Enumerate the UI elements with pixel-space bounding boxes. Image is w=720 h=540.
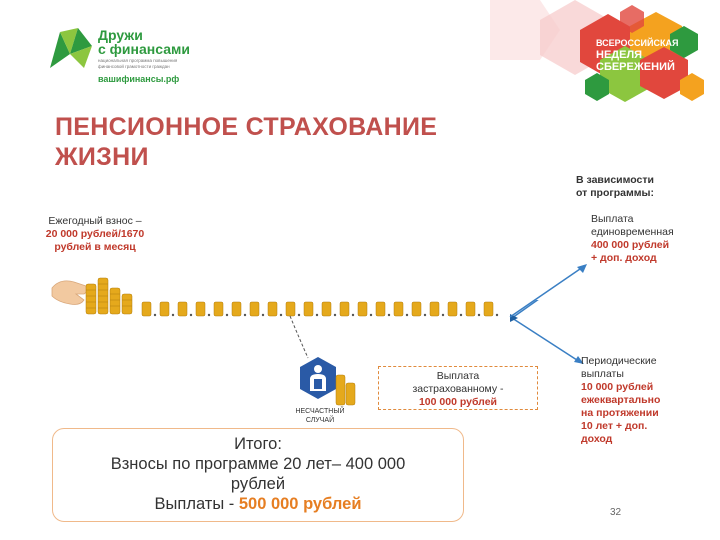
savings-week-badge: ВСЕРОССИЙСКАЯ НЕДЕЛЯ СБЕРЕЖЕНИЙ	[480, 0, 720, 110]
timeline-dot	[243, 313, 247, 317]
logo-icon	[50, 28, 92, 68]
summary-line-3: рублей	[230, 475, 286, 493]
timeline-dot	[189, 313, 193, 317]
summary-payout-prefix: Выплаты -	[154, 495, 239, 513]
coin-stack	[285, 301, 296, 317]
coin-stack	[213, 301, 224, 317]
contribution-text: Ежегодный взнос – 20 000 рублей/1670 руб…	[30, 215, 160, 254]
title-line-2: ЖИЗНИ	[55, 143, 149, 171]
timeline-dot	[351, 313, 355, 317]
logo: Дружи с финансами национальная программа…	[48, 26, 208, 88]
lump-line-4: + доп. доход	[591, 252, 657, 264]
badge-line-1: ВСЕРОССИЙСКАЯ	[596, 38, 679, 48]
coin-stack	[465, 301, 476, 317]
periodic-line-6: 10 лет + доп.	[581, 420, 648, 432]
timeline-dot	[477, 313, 481, 317]
lump-line-1: Выплата	[591, 213, 634, 225]
coin-stack	[447, 301, 458, 317]
summary-line-2: Взносы по программе 20 лет– 400 000	[110, 455, 406, 473]
insured-payment-box: Выплата застрахованному - 100 000 рублей	[378, 366, 538, 410]
timeline-dot	[225, 313, 229, 317]
dependence-line-1: В зависимости	[576, 174, 654, 186]
timeline-dot	[333, 313, 337, 317]
insured-line-3: 100 000 рублей	[418, 396, 498, 408]
coin-stack	[159, 301, 170, 317]
timeline-dot	[405, 313, 409, 317]
summary-payout-value: 500 000 рублей	[238, 495, 362, 513]
timeline-dot	[369, 313, 373, 317]
payment-timeline	[141, 300, 584, 364]
coin-stack	[141, 301, 152, 317]
summary-line-4: Выплаты - 500 000 рублей	[53, 494, 463, 514]
timeline-dot	[207, 313, 211, 317]
periodic-line-7: доход	[581, 433, 613, 445]
logo-site: вашифинансы.рф	[98, 74, 180, 84]
accident-label: НЕСЧАСТНЫЙ СЛУЧАЙ	[280, 407, 360, 425]
timeline-dot	[495, 313, 499, 317]
periodic-line-3: 10 000 рублей	[581, 381, 654, 393]
badge-text: ВСЕРОССИЙСКАЯ НЕДЕЛЯ СБЕРЕЖЕНИЙ	[596, 38, 678, 73]
timeline-dot	[315, 313, 319, 317]
timeline-dot	[423, 313, 427, 317]
logo-tagline: национальная программа повышения финансо…	[98, 58, 178, 69]
timeline-dot	[387, 313, 391, 317]
dependence-text: В зависимости от программы:	[576, 174, 706, 200]
accident-line-2: СЛУЧАЙ	[305, 417, 335, 424]
accident-connector	[289, 315, 309, 359]
page-number: 32	[610, 507, 622, 518]
periodic-line-4: ежеквартально	[581, 394, 661, 406]
coin-stack	[267, 301, 278, 317]
coin-stack	[375, 301, 386, 317]
timeline-dot	[297, 313, 301, 317]
accident-line-1: НЕСЧАСТНЫЙ	[295, 408, 345, 415]
arrow-up	[511, 300, 539, 319]
coin-stack	[411, 301, 422, 317]
coin-row	[141, 301, 499, 317]
coin-stack	[303, 301, 314, 317]
coin-stack	[231, 301, 242, 317]
contribution-line-2: 20 000 рублей/1670	[45, 228, 145, 240]
coin-stack	[339, 301, 350, 317]
summary-line-1: Итого:	[234, 435, 282, 453]
coin-stack	[321, 301, 332, 317]
coin-stack	[483, 301, 494, 317]
periodic-line-2: выплаты	[581, 368, 624, 380]
lump-line-3: 400 000 рублей	[591, 239, 670, 251]
periodic-line-1: Периодические	[581, 355, 657, 367]
badge-hexagons	[490, 0, 704, 102]
arrow-up-head	[577, 264, 587, 273]
periodic-payout: Периодические выплаты 10 000 рублей ежек…	[581, 355, 701, 446]
logo-title: Дружи с финансами	[98, 27, 190, 57]
hand-coins-icon	[51, 277, 133, 315]
accident-icon	[300, 357, 356, 406]
arrow-up-line	[509, 268, 581, 318]
contribution-line-3: рублей в месяц	[54, 241, 136, 253]
arrow-down-head	[574, 356, 584, 364]
insured-line-2: застрахованному -	[412, 383, 504, 395]
timeline-dot	[171, 313, 175, 317]
timeline-dot	[459, 313, 463, 317]
timeline-dot	[153, 313, 157, 317]
timeline-dot	[261, 313, 265, 317]
timeline-dot	[441, 313, 445, 317]
badge-line-2: НЕДЕЛЯ	[596, 49, 643, 61]
title-line-1: ПЕНСИОННОЕ СТРАХОВАНИЕ	[55, 113, 438, 141]
arrow-down	[511, 317, 581, 363]
badge-line-3: СБЕРЕЖЕНИЙ	[596, 61, 675, 73]
coin-stack	[195, 301, 206, 317]
timeline-dot	[279, 313, 283, 317]
summary-box: Итого: Взносы по программе 20 лет– 400 0…	[52, 428, 464, 522]
lump-line-2: единовременная	[591, 226, 674, 238]
coin-stack	[357, 301, 368, 317]
insured-line-1: Выплата	[436, 370, 480, 382]
contribution-line-1: Ежегодный взнос –	[48, 215, 142, 227]
coin-stack	[177, 301, 188, 317]
periodic-line-5: на протяжении	[581, 407, 659, 419]
coin-stack	[393, 301, 404, 317]
coin-stack	[429, 301, 440, 317]
lump-sum-payout: Выплата единовременная 400 000 рублей + …	[591, 213, 711, 265]
dependence-line-2: от программы:	[576, 187, 655, 199]
page-title: ПЕНСИОННОЕ СТРАХОВАНИЕ ЖИЗНИ	[55, 112, 437, 172]
coin-stack	[249, 301, 260, 317]
